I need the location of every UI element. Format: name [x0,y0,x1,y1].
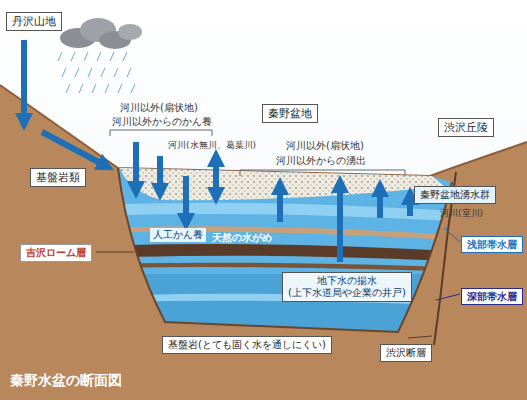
cloud [118,24,142,40]
aquifer-label: 深部帯水層 [461,288,523,305]
stratum [100,263,470,272]
flow-arrow [42,132,106,166]
raindrop [131,84,135,93]
leader-line [444,228,460,242]
flow-arrow [407,196,413,216]
leader-line [96,252,134,253]
layer-label: 吉沢ローム層 [20,244,92,262]
node-text: 丹沢山地 [12,15,56,28]
annotation-label: 天然の水がめ [212,232,272,244]
spring-label: 秦野盆地湧水群 [414,186,496,204]
raindrop [114,68,118,77]
flow-arrow [377,188,383,218]
annotation-label: 河川以外からのかん養 [112,116,212,128]
rain [58,52,135,93]
annotation-label: 人工かん養 [150,228,206,242]
node-text: 秦野盆地湧水群 [420,189,490,201]
node-text: 浅部帯水層 [467,239,517,250]
annotation-label: 河川以外(扇状地) [286,140,364,152]
bracket [240,170,405,176]
raindrop [71,52,75,61]
raindrop [62,68,66,77]
node-text: 吉沢ローム層 [26,247,86,259]
node-text: 渋沢丘陵 [444,121,488,134]
raindrop [88,68,92,77]
node-text: 地下水の揚水 [288,275,406,287]
bedrock [0,85,527,400]
annotation-label: 河川以外からの湧出 [276,155,366,167]
node-text: 深部帯水層 [467,291,517,302]
annotation-label: 河川(室川) [440,208,483,219]
diagram-title: 秦野水盆の断面図 [10,372,122,390]
flow-arrow [213,158,219,196]
raindrop [127,68,131,77]
raindrop [92,84,96,93]
raindrop [123,52,127,61]
bedrock-label: 基盤岩(とても固く水を通しにくい) [162,336,332,354]
leader-line [408,336,432,338]
rain-cloud [60,18,142,49]
raindrop [105,84,109,93]
flow-arrow [157,156,163,192]
annotation-label: 河川(水無川、葛葉川) [168,140,256,151]
stratum [100,203,470,222]
stratum [100,226,470,241]
raindrop [118,84,122,93]
fault-label: 渋沢断層 [380,344,432,362]
loam-layer [100,244,470,262]
raindrop [110,52,114,61]
region-label: 秦野盆地 [262,104,318,123]
flow-arrow [183,176,189,222]
ground-surface [0,85,527,176]
leader-line [436,294,460,300]
flow-arrow [21,40,27,122]
raindrop [97,52,101,61]
raindrop [75,68,79,77]
node-text: 秦野盆地 [268,107,312,120]
aquifer-label: 浅部帯水層 [461,236,523,253]
bracket [110,130,212,136]
flow-arrow [277,186,283,222]
raindrop [84,52,88,61]
node-text: (上下水道局や企業の井戸) [288,287,406,299]
raindrop [79,84,83,93]
flow-arrow [337,184,343,262]
node-text: 基盤岩類 [36,171,80,184]
raindrop [101,68,105,77]
region-label: 渋沢丘陵 [438,118,494,137]
annotation-label: 河川以外(扇状地) [120,102,198,114]
node-text: 渋沢断層 [386,347,426,359]
region-label: 基盤岩類 [30,168,86,187]
raindrop [66,84,70,93]
flow-arrow [133,142,139,190]
water-flow-arrows [24,40,410,262]
basin-outline [118,168,452,332]
node-text: 基盤岩(とても固く水を通しにくい) [168,339,326,351]
region-label: 丹沢山地 [6,12,62,31]
raindrop [58,52,62,61]
pumping-label: 地下水の揚水(上下水道局や企業の井戸) [282,272,412,302]
